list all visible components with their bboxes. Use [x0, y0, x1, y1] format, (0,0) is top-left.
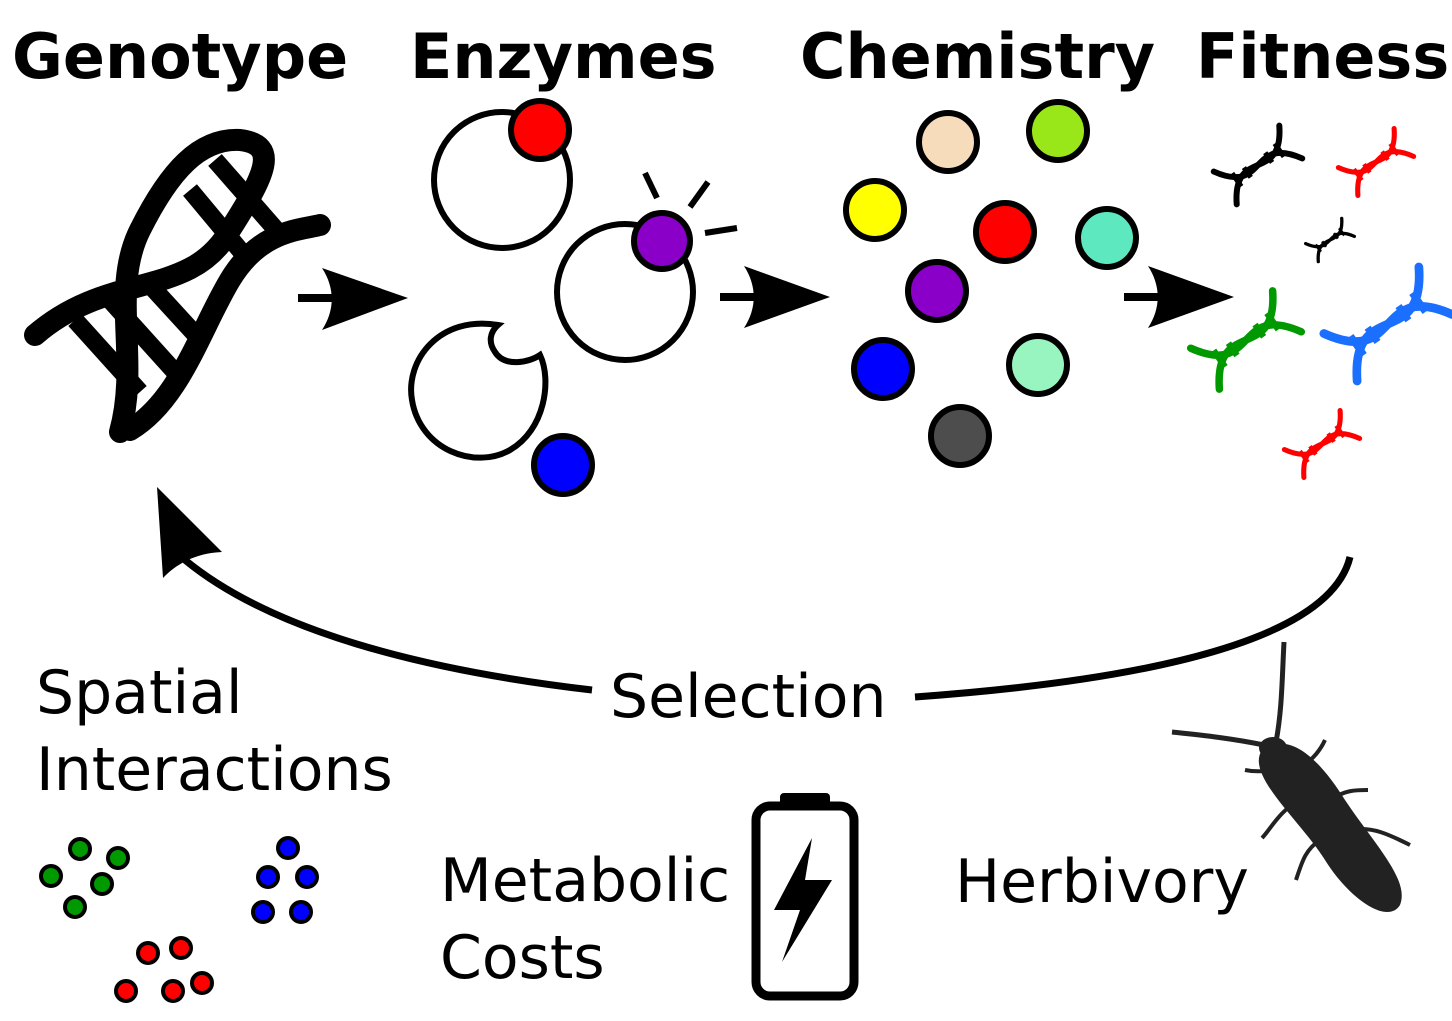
enzyme-3 [408, 320, 595, 497]
spatial-label-line1: Spatial [36, 658, 243, 728]
heading-genotype: Genotype [12, 20, 348, 93]
dna-icon [24, 128, 331, 443]
metabolic-label-line2: Costs [440, 923, 605, 993]
battery-icon [751, 793, 859, 1001]
heading-enzymes: Enzymes [410, 20, 717, 93]
enzyme-2 [554, 171, 738, 363]
substrate-red [508, 98, 572, 162]
selection-arrow [157, 487, 1354, 701]
beetle-icon [1171, 641, 1411, 913]
substrate-blue [531, 433, 595, 497]
herbivory-label: Herbivory [955, 847, 1249, 917]
spatial-label-line2: Interactions [36, 735, 393, 805]
spatial-cluster-green [39, 837, 130, 919]
arrow-genotype-enzymes [298, 268, 408, 330]
enzyme-1 [431, 98, 573, 251]
substrate-purple [631, 210, 693, 272]
spatial-cluster-red [114, 936, 214, 1003]
heading-chemistry: Chemistry [800, 20, 1155, 93]
selection-label: Selection [610, 662, 887, 732]
arrow-enzymes-chemistry [720, 266, 830, 328]
heading-fitness: Fitness [1196, 20, 1449, 93]
arrow-chemistry-fitness [1124, 266, 1234, 328]
chemistry-molecules [843, 99, 1139, 468]
fitness-dna-cluster [1191, 126, 1452, 478]
spatial-cluster-blue [251, 836, 319, 924]
metabolic-label-line1: Metabolic [440, 846, 730, 916]
